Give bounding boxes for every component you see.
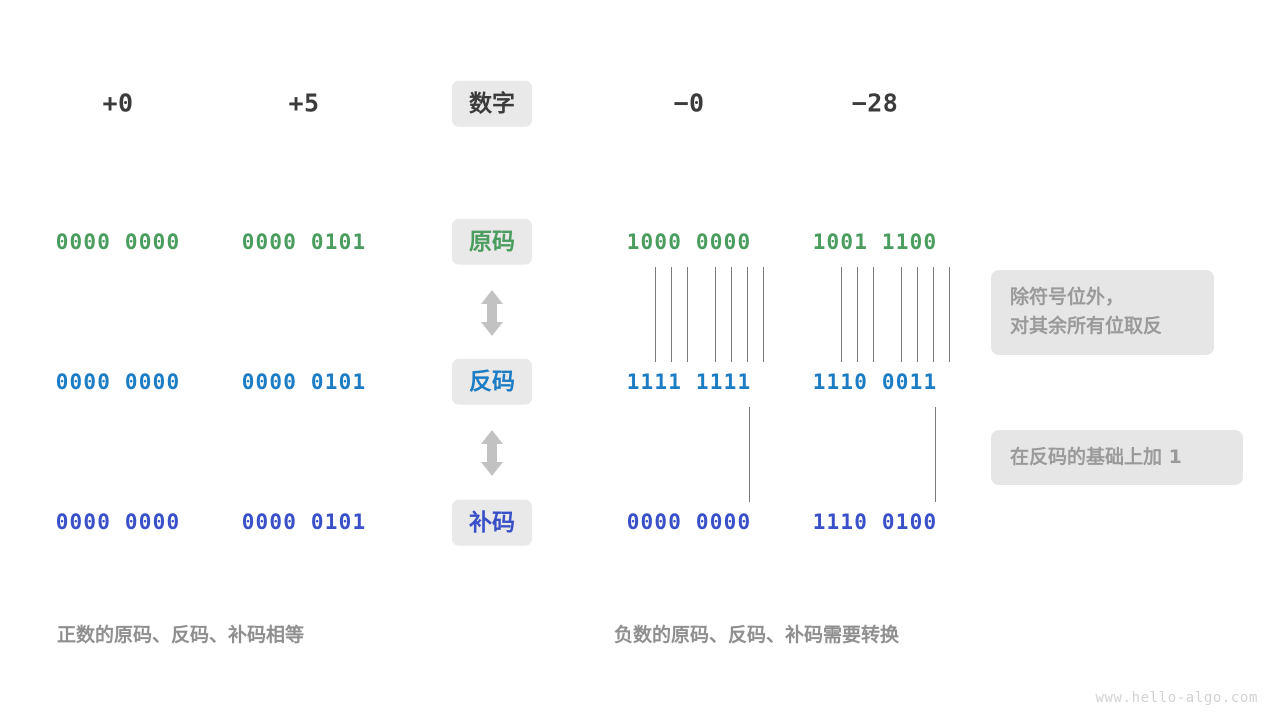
sign-magnitude-minus-twentyeight: 1001 1100 bbox=[812, 230, 938, 254]
watermark-url: www.hello-algo.com bbox=[1095, 690, 1258, 706]
bit-connector-line bbox=[763, 267, 764, 362]
carry-connector-line bbox=[935, 407, 936, 502]
header-value-minus-twentyeight: −28 bbox=[851, 88, 899, 118]
caption-negative: 负数的原码、反码、补码需要转换 bbox=[614, 624, 900, 646]
carry-connector-line bbox=[749, 407, 750, 502]
row-label-ones-complement: 反码 bbox=[452, 358, 532, 406]
bit-connector-line bbox=[747, 267, 748, 362]
twos-complement-minus-twentyeight: 1110 0100 bbox=[812, 510, 938, 534]
ones-complement-minus-twentyeight: 1110 0011 bbox=[812, 370, 938, 394]
sign-magnitude-plus-five: 0000 0101 bbox=[241, 230, 367, 254]
twos-complement-plus-five: 0000 0101 bbox=[241, 510, 367, 534]
bit-connector-line bbox=[857, 267, 858, 362]
row-label-number: 数字 bbox=[452, 80, 532, 128]
row-label-twos-complement: 补码 bbox=[452, 499, 532, 547]
bit-connector-line bbox=[917, 267, 918, 362]
double-arrow-icon bbox=[477, 289, 507, 337]
note-invert-bits: 除符号位外， 对其余所有位取反 bbox=[991, 270, 1214, 355]
double-arrow-icon bbox=[477, 429, 507, 477]
header-value-plus-five: +5 bbox=[288, 88, 320, 118]
bit-connector-line bbox=[731, 267, 732, 362]
sign-magnitude-minus-zero: 1000 0000 bbox=[626, 230, 752, 254]
bit-connector-line bbox=[655, 267, 656, 362]
ones-complement-plus-zero: 0000 0000 bbox=[55, 370, 181, 394]
bit-connector-line bbox=[949, 267, 950, 362]
bit-connector-line bbox=[841, 267, 842, 362]
bit-connector-line bbox=[671, 267, 672, 362]
sign-magnitude-plus-zero: 0000 0000 bbox=[55, 230, 181, 254]
header-value-minus-zero: −0 bbox=[673, 88, 705, 118]
bit-connector-line bbox=[901, 267, 902, 362]
ones-complement-plus-five: 0000 0101 bbox=[241, 370, 367, 394]
ones-complement-minus-zero: 1111 1111 bbox=[626, 370, 752, 394]
caption-positive: 正数的原码、反码、补码相等 bbox=[57, 624, 305, 646]
bit-connector-line bbox=[933, 267, 934, 362]
twos-complement-plus-zero: 0000 0000 bbox=[55, 510, 181, 534]
note-add-one: 在反码的基础上加 1 bbox=[991, 430, 1243, 486]
twos-complement-minus-zero: 0000 0000 bbox=[626, 510, 752, 534]
row-label-sign-magnitude: 原码 bbox=[452, 218, 532, 266]
bit-connector-line bbox=[873, 267, 874, 362]
bit-connector-line bbox=[715, 267, 716, 362]
header-value-plus-zero: +0 bbox=[102, 88, 134, 118]
bit-connector-line bbox=[687, 267, 688, 362]
